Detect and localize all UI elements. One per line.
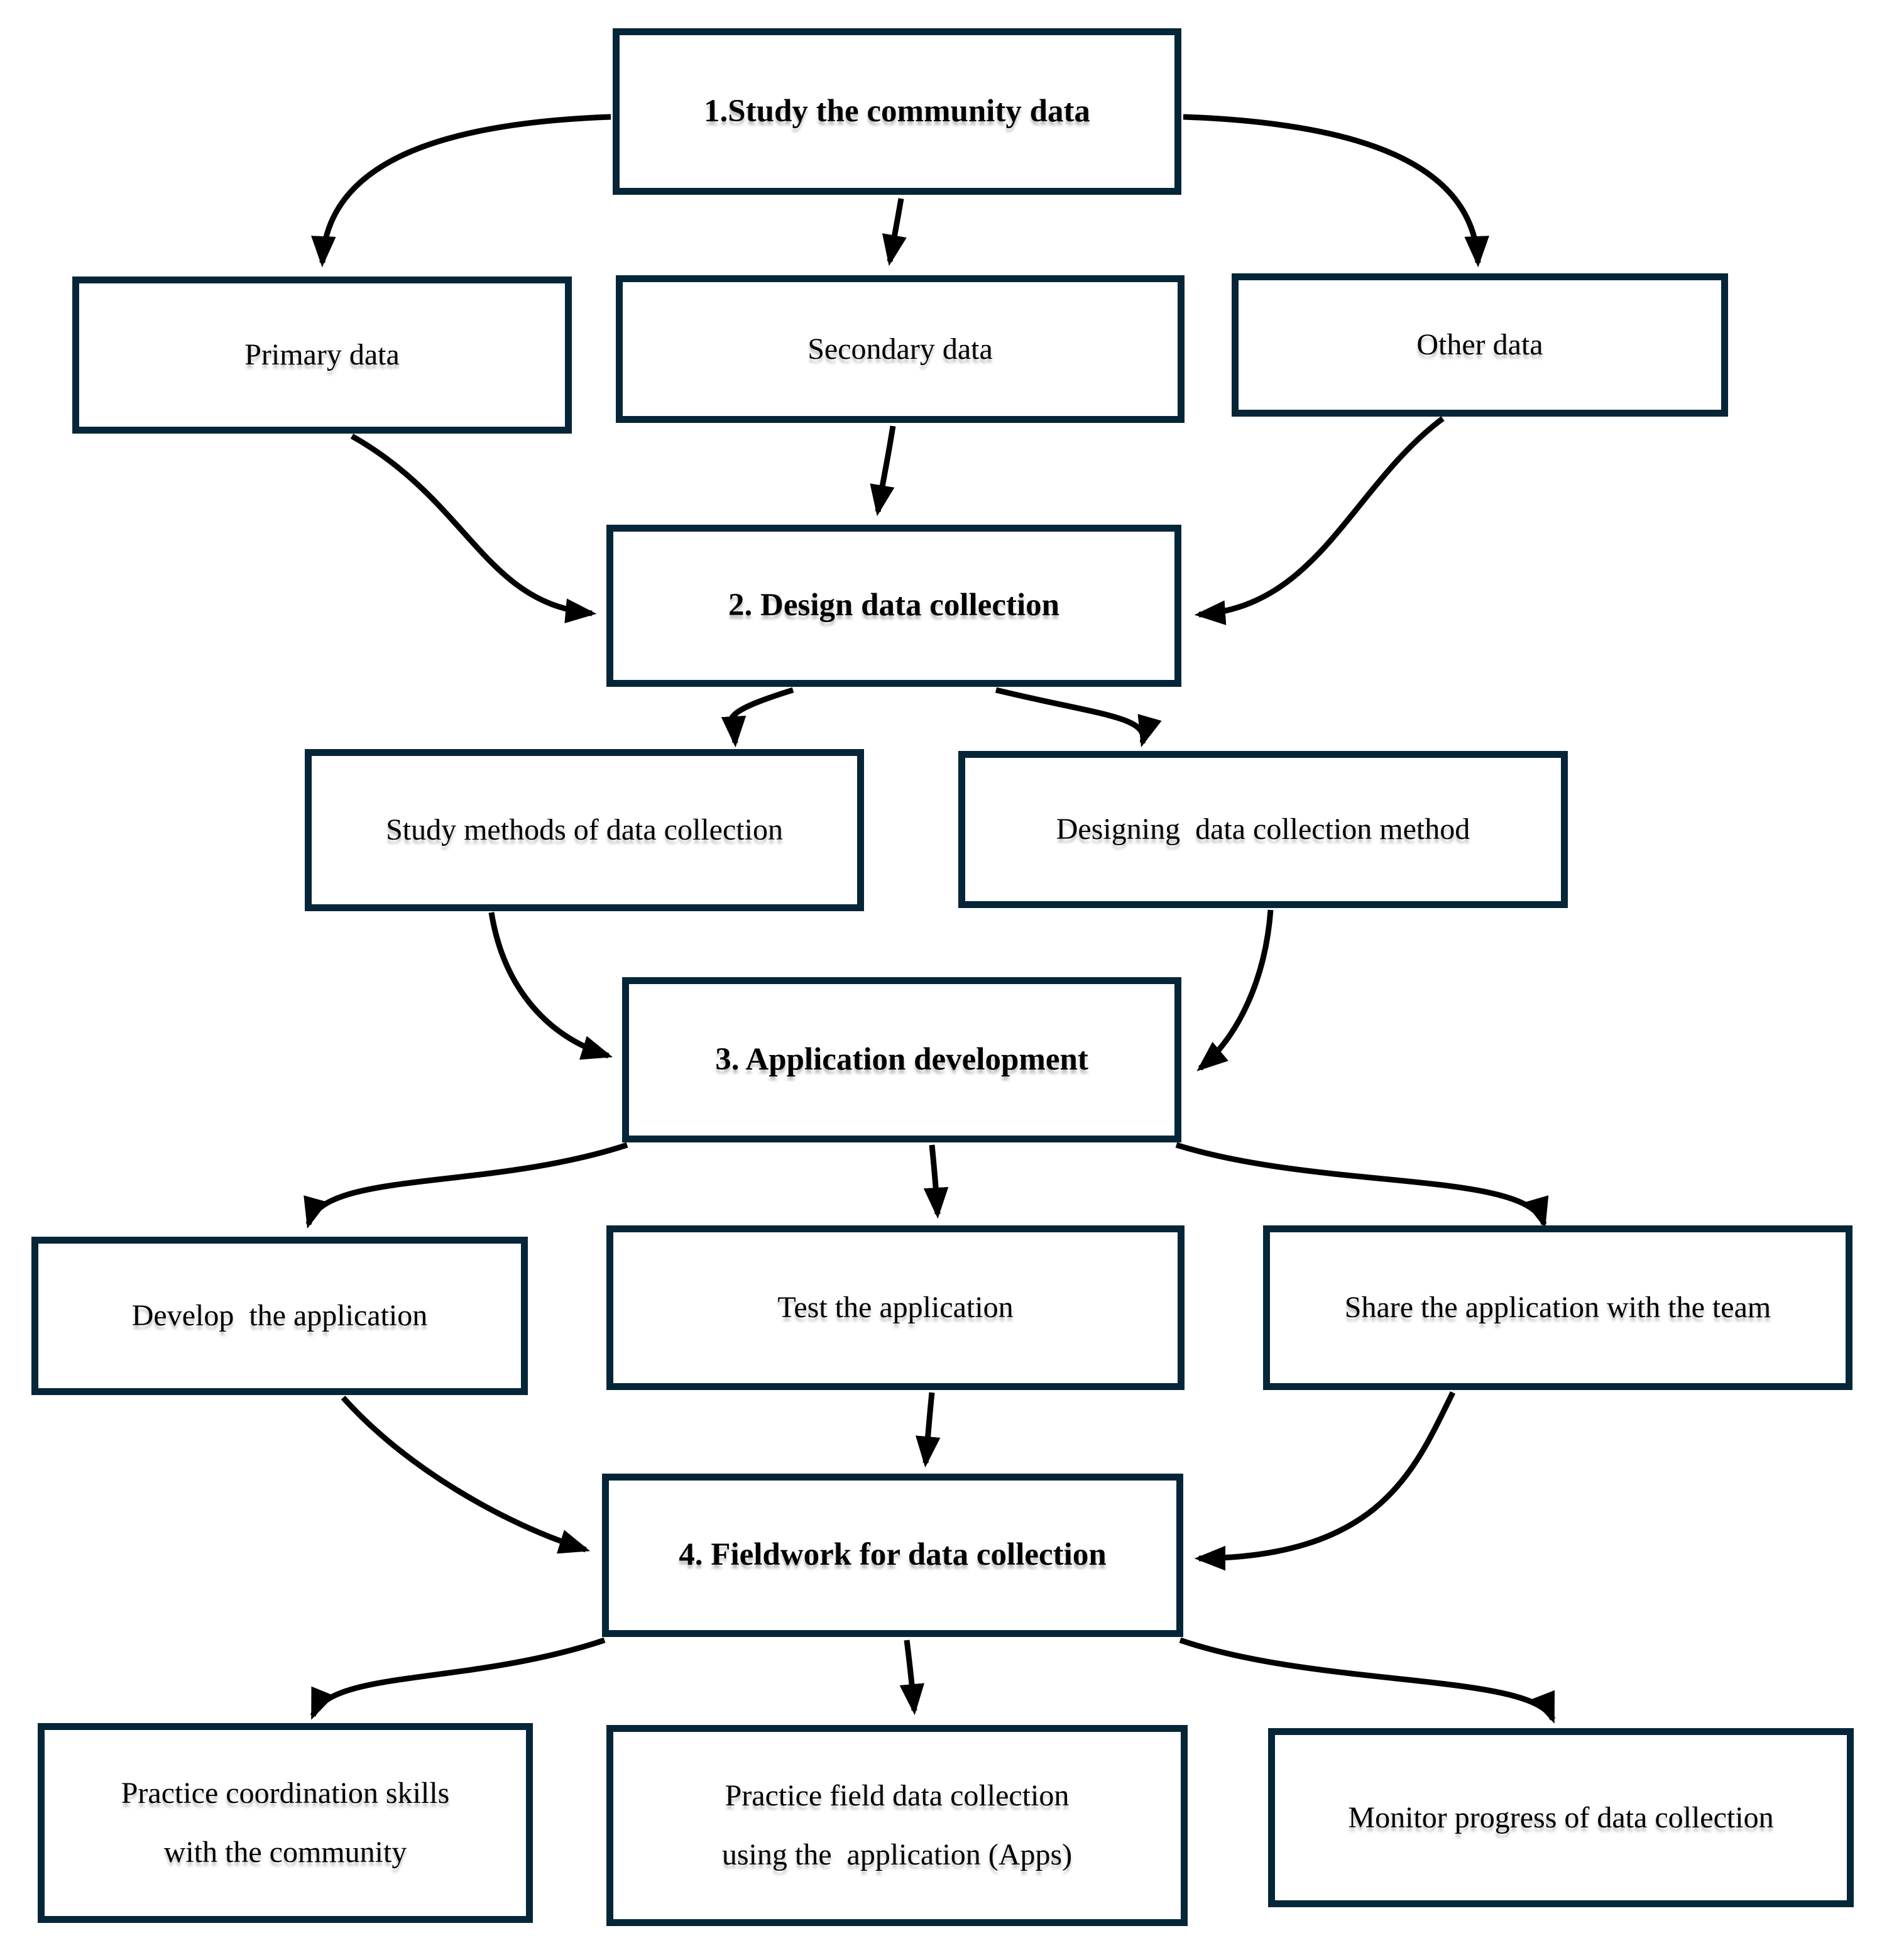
node-develop-application: Develop the application: [31, 1237, 528, 1395]
arrow-fieldwork-to-monitor: [1179, 1637, 1556, 1724]
arrow-design-to-designing: [995, 687, 1162, 748]
arrow-other-to-design: [1194, 416, 1445, 625]
node-study-community-data-label: 1.Study the community data: [704, 93, 1090, 129]
node-design-data-collection-label: 2. Design data collection: [728, 588, 1059, 623]
node-fieldwork-data-collection-label: 4. Fieldwork for data collection: [679, 1537, 1107, 1573]
node-test-application-label: Test the application: [777, 1291, 1014, 1324]
node-other-data-label: Other data: [1416, 328, 1543, 361]
node-practice-coordination-line1: Practice coordination skills: [121, 1777, 450, 1810]
arrow-develop-to-fieldwork: [341, 1396, 591, 1554]
node-application-development-label: 3. Application development: [715, 1041, 1088, 1077]
arrow-share-to-fieldwork: [1194, 1391, 1456, 1571]
arrow-appdev-to-share: [1175, 1142, 1549, 1229]
node-test-application: Test the application: [606, 1225, 1185, 1390]
node-practice-field-collection: Practice field data collection using the…: [606, 1725, 1188, 1926]
node-application-development: 3. Application development: [622, 977, 1181, 1142]
node-fieldwork-data-collection: 4. Fieldwork for data collection: [602, 1474, 1183, 1637]
arrow-design-to-methods: [721, 687, 794, 748]
node-secondary-data-label: Secondary data: [807, 332, 993, 366]
node-share-application-label: Share the application with the team: [1344, 1291, 1771, 1324]
arrow-study-to-primary: [311, 114, 611, 268]
arrow-fieldwork-to-field: [899, 1640, 925, 1716]
node-practice-field-collection-line2: using the application (Apps): [721, 1838, 1073, 1871]
node-study-community-data: 1.Study the community data: [613, 28, 1181, 195]
arrow-study-to-other: [1183, 114, 1489, 268]
arrow-test-to-fieldwork: [915, 1392, 941, 1468]
arrow-study-to-secondary: [882, 198, 907, 266]
arrow-fieldwork-to-coord: [310, 1637, 606, 1720]
node-other-data: Other data: [1232, 273, 1728, 417]
arrow-designing-to-appdev: [1196, 909, 1274, 1071]
node-design-data-collection: 2. Design data collection: [606, 525, 1181, 687]
node-develop-application-label: Develop the application: [131, 1299, 428, 1332]
arrow-appdev-to-test: [923, 1144, 949, 1219]
arrow-primary-to-design: [350, 434, 597, 623]
node-monitor-progress-label: Monitor progress of data collection: [1348, 1800, 1774, 1834]
node-study-methods: Study methods of data collection: [305, 749, 864, 911]
node-primary-data-label: Primary data: [244, 338, 400, 371]
node-share-application: Share the application with the team: [1263, 1225, 1852, 1390]
node-practice-field-collection-line1: Practice field data collection: [725, 1779, 1070, 1812]
node-designing-method-label: Designing data collection method: [1056, 813, 1470, 846]
arrow-appdev-to-develop: [304, 1142, 628, 1229]
node-monitor-progress: Monitor progress of data collection: [1268, 1728, 1854, 1907]
arrow-secondary-to-design: [870, 425, 896, 517]
node-primary-data: Primary data: [72, 276, 572, 434]
node-designing-method: Designing data collection method: [958, 751, 1568, 908]
node-study-methods-label: Study methods of data collection: [386, 813, 783, 846]
node-secondary-data: Secondary data: [616, 275, 1185, 423]
node-practice-coordination: Practice coordination skills with the co…: [38, 1723, 533, 1923]
arrow-methods-to-appdev: [488, 912, 613, 1060]
node-practice-coordination-line2: with the community: [163, 1836, 407, 1869]
